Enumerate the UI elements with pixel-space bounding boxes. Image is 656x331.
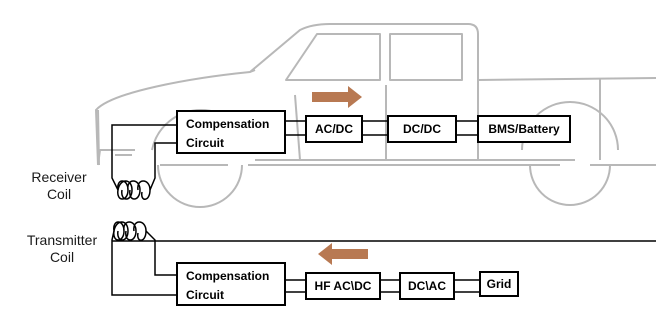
- vehicle-battery-label: BMS/Battery: [488, 122, 560, 136]
- vehicle-acdc-label: AC/DC: [315, 122, 353, 136]
- ground-conn-2: [380, 279, 400, 293]
- vehicle-compensation-line1: Compensation: [186, 117, 270, 131]
- transmitter-coil-label: Transmitter Coil: [22, 232, 102, 266]
- receiver-lead-outer: [111, 124, 176, 191]
- ground-grid-label: Grid: [486, 277, 512, 291]
- vehicle-battery-box: BMS/Battery: [477, 115, 571, 143]
- ground-hf-acdc-label: HF AC\DC: [314, 279, 372, 293]
- ground-conn-3: [454, 279, 480, 293]
- ground-conn-1: [285, 279, 306, 293]
- ground-dcac-box: DC\AC: [399, 272, 455, 300]
- receiver-coil-label: Receiver Coil: [28, 169, 90, 203]
- transmitter-coil-icon: [113, 221, 147, 241]
- ground-dcac-label: DC\AC: [408, 279, 446, 293]
- ground-grid-box: Grid: [479, 271, 519, 297]
- vehicle-dcdc-box: DC/DC: [387, 115, 457, 143]
- receiver-lead-inner: [149, 142, 176, 191]
- ground-compensation-line2: Circuit: [186, 288, 225, 302]
- transmitter-coil-label-line2: Coil: [49, 249, 75, 265]
- transmitter-lead-outer: [111, 230, 176, 296]
- receiver-coil-label-line1: Receiver: [31, 169, 87, 185]
- vehicle-dcdc-label: DC/DC: [403, 122, 441, 136]
- vehicle-power-flow-arrow: [312, 86, 362, 108]
- transmitter-coil-label-line1: Transmitter: [26, 232, 98, 248]
- vehicle-compensation-circuit-box: Compensation Circuit: [176, 110, 286, 154]
- ground-power-flow-arrow: [318, 243, 368, 265]
- vehicle-conn-1: [285, 120, 306, 136]
- vehicle-compensation-line2: Circuit: [186, 136, 225, 150]
- receiver-coil-icon: [117, 180, 151, 200]
- vehicle-conn-3: [456, 120, 478, 136]
- receiver-coil-label-line2: Coil: [46, 186, 72, 202]
- transmitter-lead-inner: [145, 230, 176, 276]
- vehicle-conn-2: [362, 120, 388, 136]
- ground-compensation-circuit-box: Compensation Circuit: [176, 262, 286, 306]
- ground-compensation-line1: Compensation: [186, 269, 270, 283]
- vehicle-acdc-box: AC/DC: [305, 115, 363, 143]
- ground-hf-acdc-box: HF AC\DC: [305, 272, 381, 300]
